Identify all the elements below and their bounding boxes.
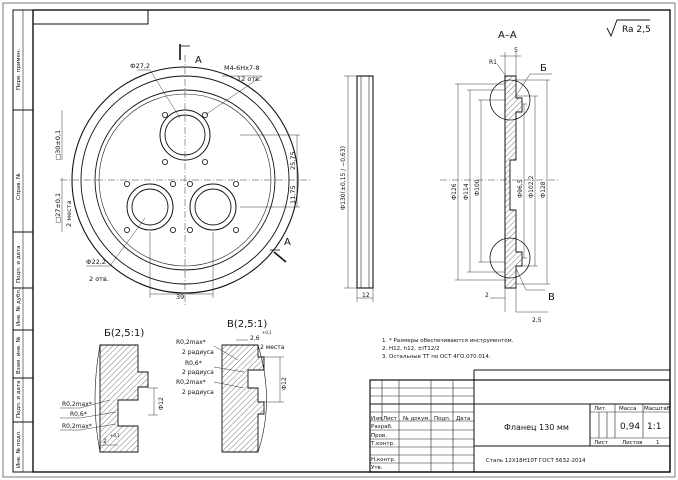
tb-col-podp: Подп. xyxy=(434,416,451,422)
callout-v: В xyxy=(548,292,555,303)
detail-b-w2-tol: +0,1 xyxy=(110,433,120,438)
dim-thread: M4-6Hx7-8 xyxy=(224,64,260,72)
dim-39: 39 xyxy=(176,293,184,301)
tb-nkontr: Н.контр. xyxy=(371,457,396,463)
sec-dim-d102-2: Ф102,2 xyxy=(528,175,535,198)
title-block xyxy=(369,369,671,473)
cut-mark-bottom: A xyxy=(284,237,291,248)
sec-dim-d96-5: Ф96,5 xyxy=(517,179,524,198)
cut-mark-top: A xyxy=(195,55,202,66)
tb-part-name: Фланец 130 мм xyxy=(504,423,569,432)
detail-v xyxy=(213,339,284,453)
detail-b-r-bot: R0,2max* xyxy=(62,423,92,430)
tb-listov: Листов xyxy=(622,440,643,446)
callout-b: Б xyxy=(540,63,547,74)
detail-v-w26-tol: +0,1 xyxy=(262,330,272,335)
dim-d22-2: Ф22,2 xyxy=(86,258,106,266)
tb-lit: Лит. xyxy=(594,406,607,412)
tb-razrab: Разраб. xyxy=(371,424,393,430)
tb-massa: Масса xyxy=(619,406,637,412)
front-view-labels: A A Ф27,2 M4-6Hx7-8 12 отв. □30±0,1 □27±… xyxy=(54,55,297,301)
detail-v-d12: Ф12 xyxy=(281,377,288,390)
inner-frame xyxy=(32,9,671,473)
dim-sq30: □30±0,1 xyxy=(54,130,62,160)
detail-v-r2: 2 радиуса xyxy=(182,349,214,356)
tb-utv: Утв. xyxy=(371,465,383,471)
note-3: 3. Остальные ТТ по ОСТ 4ГО.070.014. xyxy=(382,354,491,360)
detail-v-title: В(2,5:1) xyxy=(227,319,267,330)
roughness-mark: Ra 2,5 xyxy=(606,19,651,38)
tb-col-date: Дата xyxy=(456,416,470,422)
detail-b-w2: 2 xyxy=(103,438,107,445)
roughness-value: Ra 2,5 xyxy=(622,25,651,35)
sec-dim-w2-5: 2,5 xyxy=(532,317,542,324)
tb-col-doc: № докум. xyxy=(403,416,430,422)
note-2: 2. H12, h12, ±IT12/2 xyxy=(382,346,440,352)
detail-v-places: 2 места xyxy=(260,344,285,351)
sec-dim-d114: Ф114 xyxy=(463,183,470,200)
tb-listov-value: 1 xyxy=(656,440,660,446)
dim-25-75: 25,75 xyxy=(289,151,297,170)
dim-d27-2: Ф27,2 xyxy=(130,62,150,70)
tb-scale-value: 1:1 xyxy=(647,422,661,432)
detail-v-labels: В(2,5:1) R0,2max* 2 радиуса R0,6* 2 ради… xyxy=(176,319,288,396)
front-view xyxy=(60,44,310,305)
note-1: 1. * Размеры обеспечиваются инструментом… xyxy=(382,338,514,344)
tb-masshtab: Масштаб xyxy=(644,406,671,412)
technical-notes: 1. * Размеры обеспечиваются инструментом… xyxy=(382,338,514,360)
sec-dim-d100: Ф100 xyxy=(474,179,481,196)
dim-sq27: □27±0,1 xyxy=(54,193,62,223)
detail-b xyxy=(60,344,158,453)
title-block-labels: Изм Лист № докум. Подп. Дата Разраб. Про… xyxy=(370,406,671,471)
strip-label-podp1: Подп. и дата xyxy=(16,246,22,283)
strip-label-inv-dubl: Инв. № дубл. xyxy=(16,288,22,326)
sec-dim-w2: 2 xyxy=(485,292,489,299)
side-view-labels: Ф130(±0,15 / −0,63) 12 xyxy=(340,146,370,299)
strip-label-vzam: Взам. инв. № xyxy=(16,336,22,374)
detail-b-d12: Ф12 xyxy=(158,397,165,410)
detail-b-title: Б(2,5:1) xyxy=(104,328,144,339)
detail-v-r6: 2 радиуса xyxy=(182,389,214,396)
side-dim-width: 12 xyxy=(362,292,370,299)
sec-dim-t5: 5 xyxy=(514,47,518,54)
detail-v-w26: 2,6 xyxy=(250,335,260,342)
detail-b-r-mid: R0,6* xyxy=(70,411,87,418)
tb-material: Сталь 12Х18Н10Т ГОСТ 5632-2014 xyxy=(486,458,586,464)
tb-prov: Пров. xyxy=(371,433,387,439)
section-view xyxy=(440,52,560,313)
tb-mass-value: 0,94 xyxy=(620,422,640,432)
detail-v-r5: R0,2max* xyxy=(176,379,206,386)
tb-tkontr: Т.контр. xyxy=(370,441,395,447)
tb-list: Лист xyxy=(594,440,609,446)
dim-places: 2 места xyxy=(65,201,73,227)
tb-col-list: Лист xyxy=(383,416,398,422)
strip-label-podp2: Подп. и дата xyxy=(16,381,22,418)
sec-dim-d126: Ф126 xyxy=(451,183,458,200)
detail-v-r1: R0,2max* xyxy=(176,339,206,346)
tb-col-izm: Изм xyxy=(371,416,382,422)
sec-dim-r1: R1 xyxy=(489,59,497,66)
section-title: A–A xyxy=(498,30,517,41)
detail-v-r3: R0,6* xyxy=(185,360,202,367)
dim-11-75: 11,75 xyxy=(289,185,297,204)
strip-label-sprav: Справ. № xyxy=(16,173,22,200)
side-view xyxy=(344,75,374,302)
detail-v-r4: 2 радиуса xyxy=(182,369,214,376)
strip-label-inv-podl: Инв. № подл. xyxy=(16,430,22,468)
top-left-box xyxy=(33,9,149,25)
section-labels: A–A R1 5 Б В Ф126 Ф114 Ф100 Ф96,5 Ф102,2… xyxy=(451,30,555,324)
dim-thread-count: 12 отв. xyxy=(237,75,261,83)
strip-label-perv: Перв. примен. xyxy=(16,48,22,90)
side-dim-d130: Ф130(±0,15 / −0,63) xyxy=(340,146,347,210)
left-strip-labels: Перв. примен. Справ. № Подп. и дата Инв.… xyxy=(16,48,22,468)
dim-holes-2: 2 отв. xyxy=(89,275,109,283)
detail-b-labels: Б(2,5:1) R0,2max* R0,6* R0,2max* Ф12 2 +… xyxy=(62,328,165,445)
sec-dim-d128: Ф128 xyxy=(540,181,547,198)
detail-b-r-top: R0,2max* xyxy=(62,401,92,408)
